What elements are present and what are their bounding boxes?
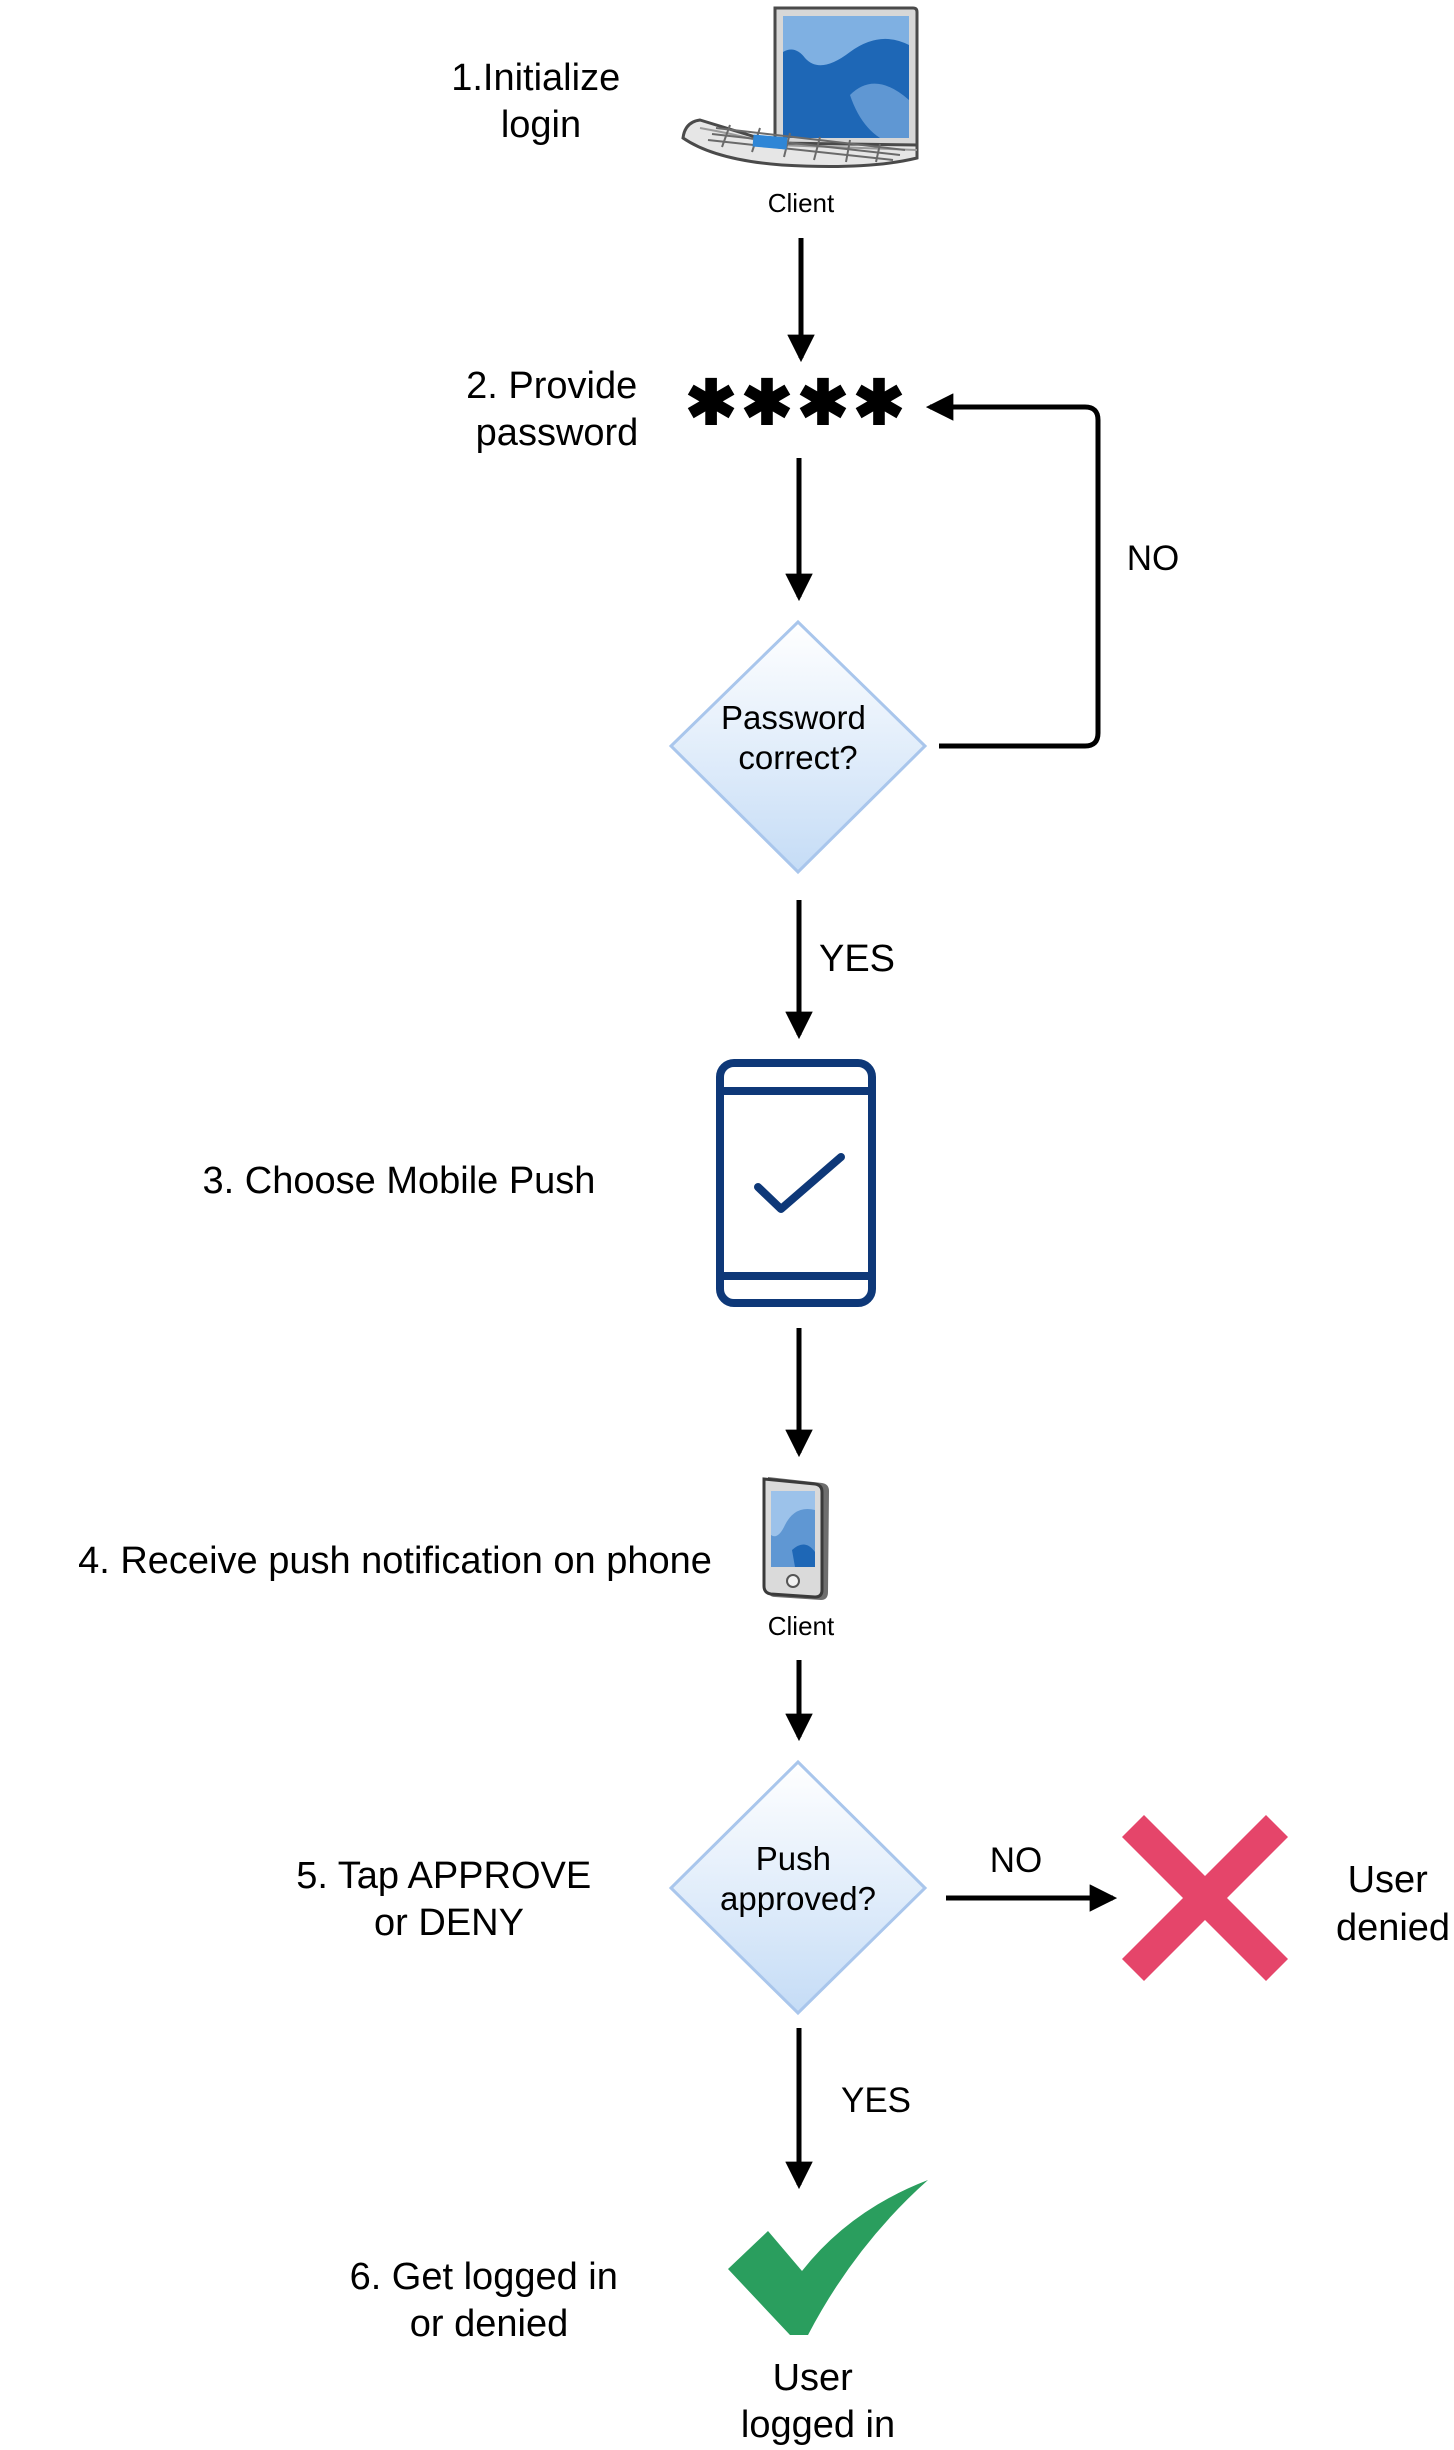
denied-line-2: denied: [1336, 1907, 1450, 1949]
checkmark-icon: [754, 1153, 845, 1213]
push-yes-label: YES: [841, 2081, 911, 2120]
step-1-label: 1.Initialize login: [451, 57, 631, 146]
laptop-caption: Client: [768, 188, 835, 218]
logged-in-label: User logged in: [741, 2357, 895, 2446]
step-5-line-1: 5. Tap APPROVE: [296, 1855, 591, 1897]
step-5-label: 5. Tap APPROVE or DENY: [296, 1855, 602, 1944]
denied-x-icon: [1122, 1815, 1288, 1981]
step-2-label: 2. Provide password: [466, 365, 648, 454]
phone-caption: Client: [768, 1611, 835, 1641]
password-decision-line-1: Password: [721, 699, 866, 736]
step-6-label: 6. Get logged in or denied: [350, 2256, 629, 2345]
logged-in-check-icon: [728, 2180, 928, 2335]
password-no-label: NO: [1127, 539, 1180, 578]
laptop-icon: [681, 6, 919, 168]
denied-label: User denied: [1336, 1859, 1450, 1949]
password-mask: ✱✱✱✱: [685, 369, 909, 438]
logged-in-line-1: User: [773, 2357, 854, 2399]
push-decision: Push approved?: [668, 1759, 928, 2016]
step-2-line-2: password: [476, 412, 639, 454]
phone-icon: [762, 1477, 829, 1600]
mobile-push-icon: [716, 1059, 876, 1307]
denied-line-1: User: [1348, 1859, 1429, 1901]
push-no-label: NO: [990, 1841, 1043, 1880]
step-6-line-2: or denied: [410, 2303, 568, 2345]
step-2-line-1: 2. Provide: [466, 365, 637, 407]
step-6-line-1: 6. Get logged in: [350, 2256, 618, 2298]
arrow-no-loop-back: [925, 393, 1101, 749]
push-decision-line-2: approved?: [720, 1880, 876, 1917]
password-decision-line-2: correct?: [738, 739, 857, 776]
step-4-label: 4. Receive push notification on phone: [78, 1540, 712, 1582]
password-decision: Password correct?: [668, 619, 928, 875]
password-decision-text: Password correct?: [721, 699, 875, 776]
connectors: [785, 238, 1118, 2190]
step-3-label: 3. Choose Mobile Push: [203, 1160, 596, 1202]
step-5-line-2: or DENY: [374, 1902, 524, 1944]
password-yes-label: YES: [819, 938, 895, 980]
push-decision-text: Push approved?: [720, 1840, 876, 1917]
push-decision-line-1: Push: [756, 1840, 831, 1877]
step-1-line-1: 1.Initialize: [451, 57, 620, 99]
logged-in-line-2: logged in: [741, 2404, 895, 2446]
step-1-line-2: login: [501, 104, 581, 146]
